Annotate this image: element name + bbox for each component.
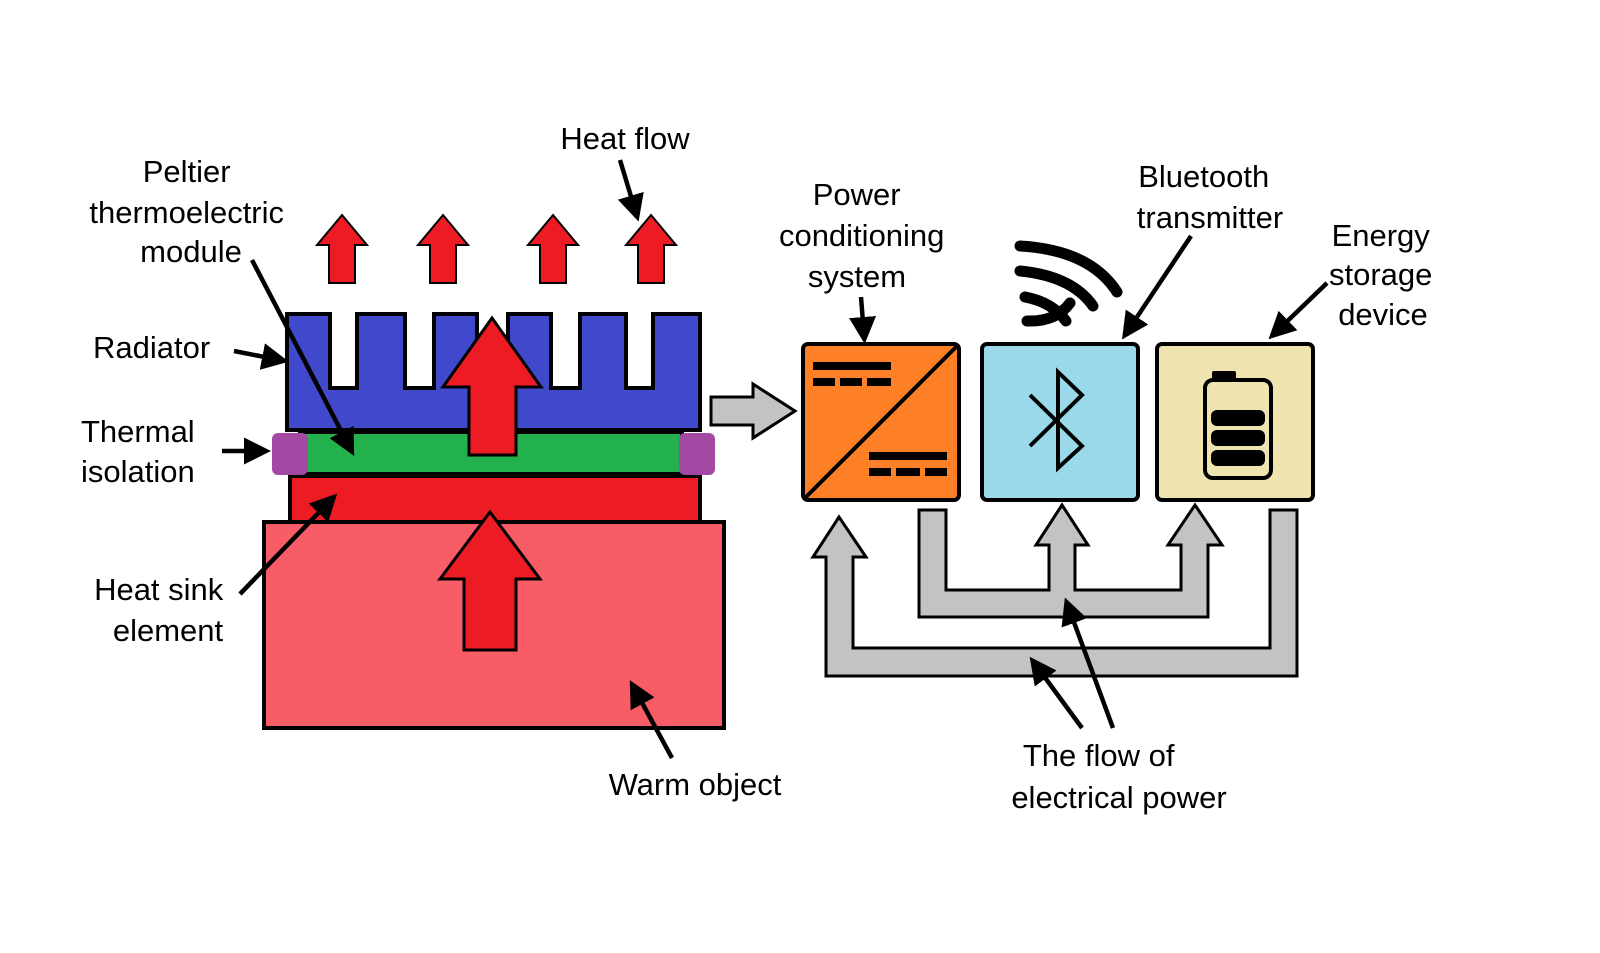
- battery-level-bars: [1211, 410, 1265, 466]
- converter-diagonal: [803, 344, 959, 500]
- electrical-power-flow: [810, 502, 1299, 678]
- leader-power-flow-outer: [1029, 656, 1084, 730]
- label-warm-object: Warm object: [609, 767, 782, 802]
- thermal-isolation-pad-right: [679, 433, 715, 475]
- leader-radiator: [233, 343, 289, 370]
- label-thermal-isolation: Thermal isolation: [81, 414, 203, 489]
- leader-heat-sink: [238, 493, 338, 596]
- power-output-arrow: [709, 381, 798, 441]
- battery-level-bar: [1211, 450, 1265, 466]
- leader-bluetooth: [1122, 234, 1193, 340]
- radiator-block: [285, 312, 702, 432]
- bluetooth-transmitter-module: [980, 342, 1140, 502]
- heat-flow-arrow-small-1: [314, 213, 370, 284]
- heat-flow-arrow-small-2: [415, 213, 471, 284]
- power-flow-inner-path: [917, 502, 1225, 619]
- heat-flow-arrow-small-4: [623, 213, 679, 284]
- label-bluetooth: Bluetooth transmitter: [1137, 159, 1283, 235]
- energy-storage-module: [1155, 342, 1315, 502]
- heat-flow-arrows-top: [314, 213, 679, 284]
- heat-sink-block: [288, 474, 702, 524]
- leader-energy-storage: [1268, 281, 1329, 340]
- label-heat-flow: Heat flow: [560, 121, 690, 156]
- wireless-signal-icon: [1014, 240, 1123, 327]
- label-power-conditioning: Power conditioning system: [779, 177, 953, 294]
- label-energy-storage: Energy storage device: [1329, 218, 1441, 332]
- label-heat-sink: Heat sink element: [94, 572, 232, 648]
- dc-dc-converter-icon: [813, 362, 947, 476]
- leader-power-flow-inner: [1061, 597, 1116, 729]
- label-power-flow: The flow of electrical power: [1011, 738, 1226, 815]
- leader-warm-object: [629, 680, 674, 760]
- thermal-isolation-pad-left: [272, 433, 308, 475]
- label-peltier: Peltier thermoelectric module: [89, 154, 292, 269]
- power-conditioning-module: [801, 342, 961, 502]
- battery-icon: [1203, 371, 1273, 480]
- bluetooth-icon: [1028, 367, 1085, 473]
- label-radiator: Radiator: [93, 330, 210, 365]
- leader-heat-flow: [617, 159, 644, 222]
- heat-flow-arrow-warm-object: [437, 509, 543, 652]
- battery-level-bar: [1211, 410, 1265, 426]
- leader-peltier: [250, 258, 355, 456]
- heat-flow-arrow-radiator: [440, 315, 544, 457]
- leader-power-conditioning: [849, 296, 877, 344]
- power-flow-outer-path: [810, 508, 1299, 678]
- heat-flow-arrow-small-3: [525, 213, 581, 284]
- battery-level-bar: [1211, 430, 1265, 446]
